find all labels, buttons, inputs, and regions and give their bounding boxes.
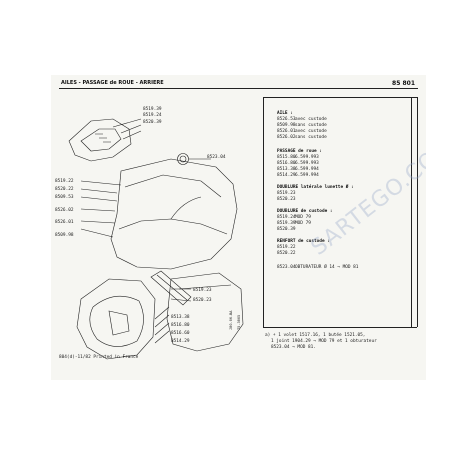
table-row: 8520.22 1: [277, 251, 296, 256]
callout-8519-39: 8519.39: [143, 107, 162, 112]
page-title: AILES - PASSAGE de ROUE - ARRIERE: [61, 80, 164, 86]
section-title-doublure-custode: DOUBLURE de custode :: [277, 209, 333, 214]
callout-8523-04: 8523.04: [207, 155, 226, 160]
section-title-aile: AILE :: [277, 111, 293, 116]
callout-8519-22: 8519.22: [55, 179, 74, 184]
passage-roue-part: [76, 278, 156, 360]
footnote-line-1: a) + 1 volet 1517.16, 1 butée 1521.05,: [265, 333, 366, 338]
print-code: 804(d)-11/82 Printed in France: [59, 355, 139, 360]
renfort-custode-part: [150, 270, 192, 306]
vertical-note-2: 75.3805: [237, 314, 241, 330]
table-row: 8519.22 1: [277, 245, 296, 250]
table-left-rule: [263, 97, 264, 327]
table-row: 8520.23 1: [277, 197, 296, 202]
table-row: 8509.98 sans custode 1: [277, 123, 327, 128]
callout-8520-22: 8520.22: [55, 187, 74, 192]
table-qty-rule: [411, 97, 412, 327]
table-row: 8513.38 6.599.994 1: [277, 167, 319, 172]
table-row: 8514.29 6.599.994 1: [277, 173, 319, 178]
table-row: 8526.02 sans custode 1: [277, 135, 327, 140]
aile-inferieure-part: [166, 272, 244, 352]
footnote-line-3: 8523.04 → MOD 81.: [271, 345, 316, 350]
callout-8509-98: 8509.98: [55, 233, 74, 238]
callout-8514-29: 8514.29: [171, 339, 190, 344]
doublure-custode-part: [68, 118, 132, 162]
aile-arriere-part: [110, 158, 238, 270]
section-title-renfort-custode: RENFORT de custode :: [277, 239, 330, 244]
vertical-note: J80.06.BA: [229, 310, 233, 330]
table-row: 8526.53 avec custode 1: [277, 117, 327, 122]
table-row: 8519.23 1: [277, 191, 296, 196]
header-rule: [59, 88, 418, 89]
section-title-doublure-lunette: DOUBLURE latérale lunette Ø :: [277, 185, 354, 190]
footnote-line-2: 1 joint 1904.29 → MOD 79 et 1 obturateur: [271, 339, 377, 344]
callout-8526-01: 8526.01: [55, 220, 74, 225]
callout-8516-60: 8516.60: [171, 331, 190, 336]
callout-8513-38: 8513.38: [171, 315, 190, 320]
callout-8526-02: 8526.02: [55, 208, 74, 213]
callout-8519-24: 8519.24: [143, 113, 162, 118]
obturateur-part: [177, 153, 189, 165]
exploded-parts-diagram: [68, 118, 244, 360]
table-row: 8516.80 6.599.993 1: [277, 161, 319, 166]
table-row: 8515.80 6.599.993 1: [277, 155, 319, 160]
table-right-rule: [417, 97, 418, 327]
table-row: 8519.24 MOD 79 1: [277, 215, 311, 220]
table-row: 8520.39 1: [277, 227, 296, 232]
table-row: 8519.39 MOD 79 1: [277, 221, 311, 226]
callout-8520-39: 8520.39: [143, 120, 162, 125]
section-title-passage-roue: PASSAGE de roue :: [277, 149, 322, 154]
page-number: 85 801: [392, 80, 415, 87]
table-row: 8523.04 OBTURATEUR Ø 14 → MOD 81 1: [277, 265, 359, 270]
callout-8519-23: 8519.23: [193, 288, 212, 293]
callout-8520-23: 8520.23: [193, 298, 212, 303]
table-top-rule: [263, 97, 417, 98]
table-bottom-rule: [263, 327, 417, 328]
table-row: 8526.01 avec custode 1: [277, 129, 327, 134]
callout-8516-80: 8516.80: [171, 323, 190, 328]
parts-catalog-sheet: AILES - PASSAGE de ROUE - ARRIERE 85 801: [51, 75, 426, 380]
callout-8509-53: 8509.53: [55, 195, 74, 200]
parts-table: AILE : 8526.53 avec custode 1 8509.98 sa…: [277, 101, 417, 321]
